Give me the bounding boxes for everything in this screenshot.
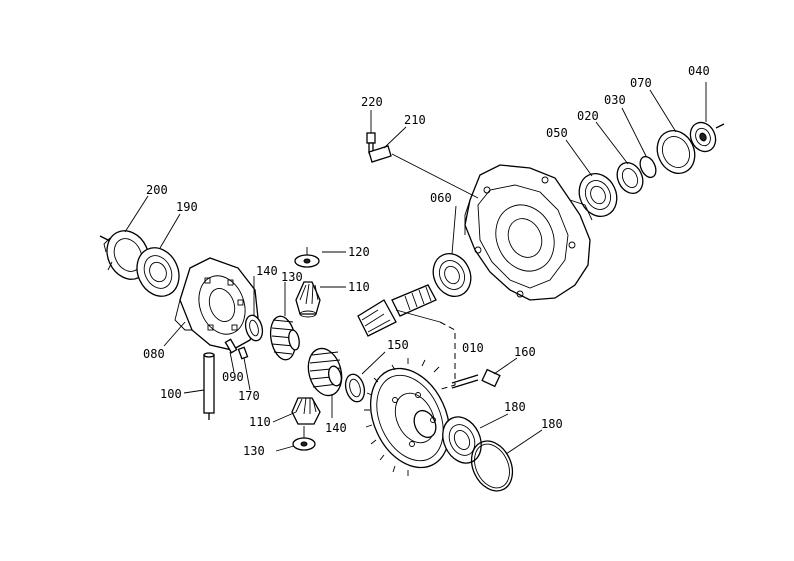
callout-090: 090 bbox=[222, 370, 244, 384]
part-140-thrust-washer bbox=[244, 314, 264, 342]
callout-040: 040 bbox=[688, 64, 710, 78]
part-110-pinion-gear-top bbox=[295, 281, 321, 318]
part-120-washer-top bbox=[294, 247, 320, 268]
part-130-side-gear bbox=[269, 315, 300, 361]
callout-070: 070 bbox=[630, 76, 652, 90]
part-210-lock-plate bbox=[368, 145, 479, 199]
callout-140-right: 150 bbox=[387, 338, 409, 352]
callout-160: 160 bbox=[514, 345, 536, 359]
part-010-pinion-shaft bbox=[357, 284, 456, 391]
callout-110-top: 110 bbox=[348, 280, 370, 294]
part-090-pin bbox=[224, 338, 238, 354]
part-120-washer-bottom bbox=[292, 426, 316, 451]
part-020-bearing bbox=[616, 161, 644, 195]
callout-030: 030 bbox=[604, 93, 626, 107]
callout-labels: 220 210 040 070 030 020 050 060 200 190 … bbox=[143, 64, 710, 458]
callout-010: 010 bbox=[462, 341, 484, 355]
part-ring-gear bbox=[364, 358, 450, 476]
callout-060: 060 bbox=[430, 191, 452, 205]
callout-050: 050 bbox=[546, 126, 568, 140]
part-100-pin bbox=[203, 352, 215, 420]
gear-case-housing bbox=[464, 164, 593, 301]
part-160-bolt bbox=[451, 368, 501, 389]
part-110-pinion-gear-bottom bbox=[291, 397, 321, 425]
callout-220: 220 bbox=[361, 95, 383, 109]
callout-120-top: 120 bbox=[348, 245, 370, 259]
callout-210: 210 bbox=[404, 113, 426, 127]
part-070-seal bbox=[656, 130, 696, 174]
callout-020: 020 bbox=[577, 109, 599, 123]
part-030-ring bbox=[639, 155, 657, 179]
part-080-differential-case bbox=[174, 257, 259, 351]
callout-170: 180 bbox=[504, 400, 526, 414]
callout-080: 080 bbox=[143, 347, 165, 361]
callout-130-left: 130 bbox=[281, 270, 303, 284]
part-150-pin bbox=[237, 346, 249, 360]
part-140-thrust-washer-right bbox=[344, 373, 366, 403]
part-180-snap-ring bbox=[470, 440, 514, 492]
callout-190: 190 bbox=[176, 200, 198, 214]
part-060-bearing bbox=[432, 253, 472, 297]
callout-140-left: 140 bbox=[256, 264, 278, 278]
part-040-bearing bbox=[689, 121, 725, 153]
callout-130-right: 140 bbox=[325, 421, 347, 435]
part-050-bearing bbox=[578, 173, 618, 217]
callout-200: 200 bbox=[146, 183, 168, 197]
callout-150: 170 bbox=[238, 389, 260, 403]
part-130-side-gear-right bbox=[307, 347, 343, 397]
leader-lines bbox=[124, 82, 707, 455]
callout-100: 100 bbox=[160, 387, 182, 401]
callout-120-bottom: 130 bbox=[243, 444, 265, 458]
part-190-bearing bbox=[136, 247, 180, 297]
callout-180: 180 bbox=[541, 417, 563, 431]
callout-110-bottom: 110 bbox=[249, 415, 271, 429]
